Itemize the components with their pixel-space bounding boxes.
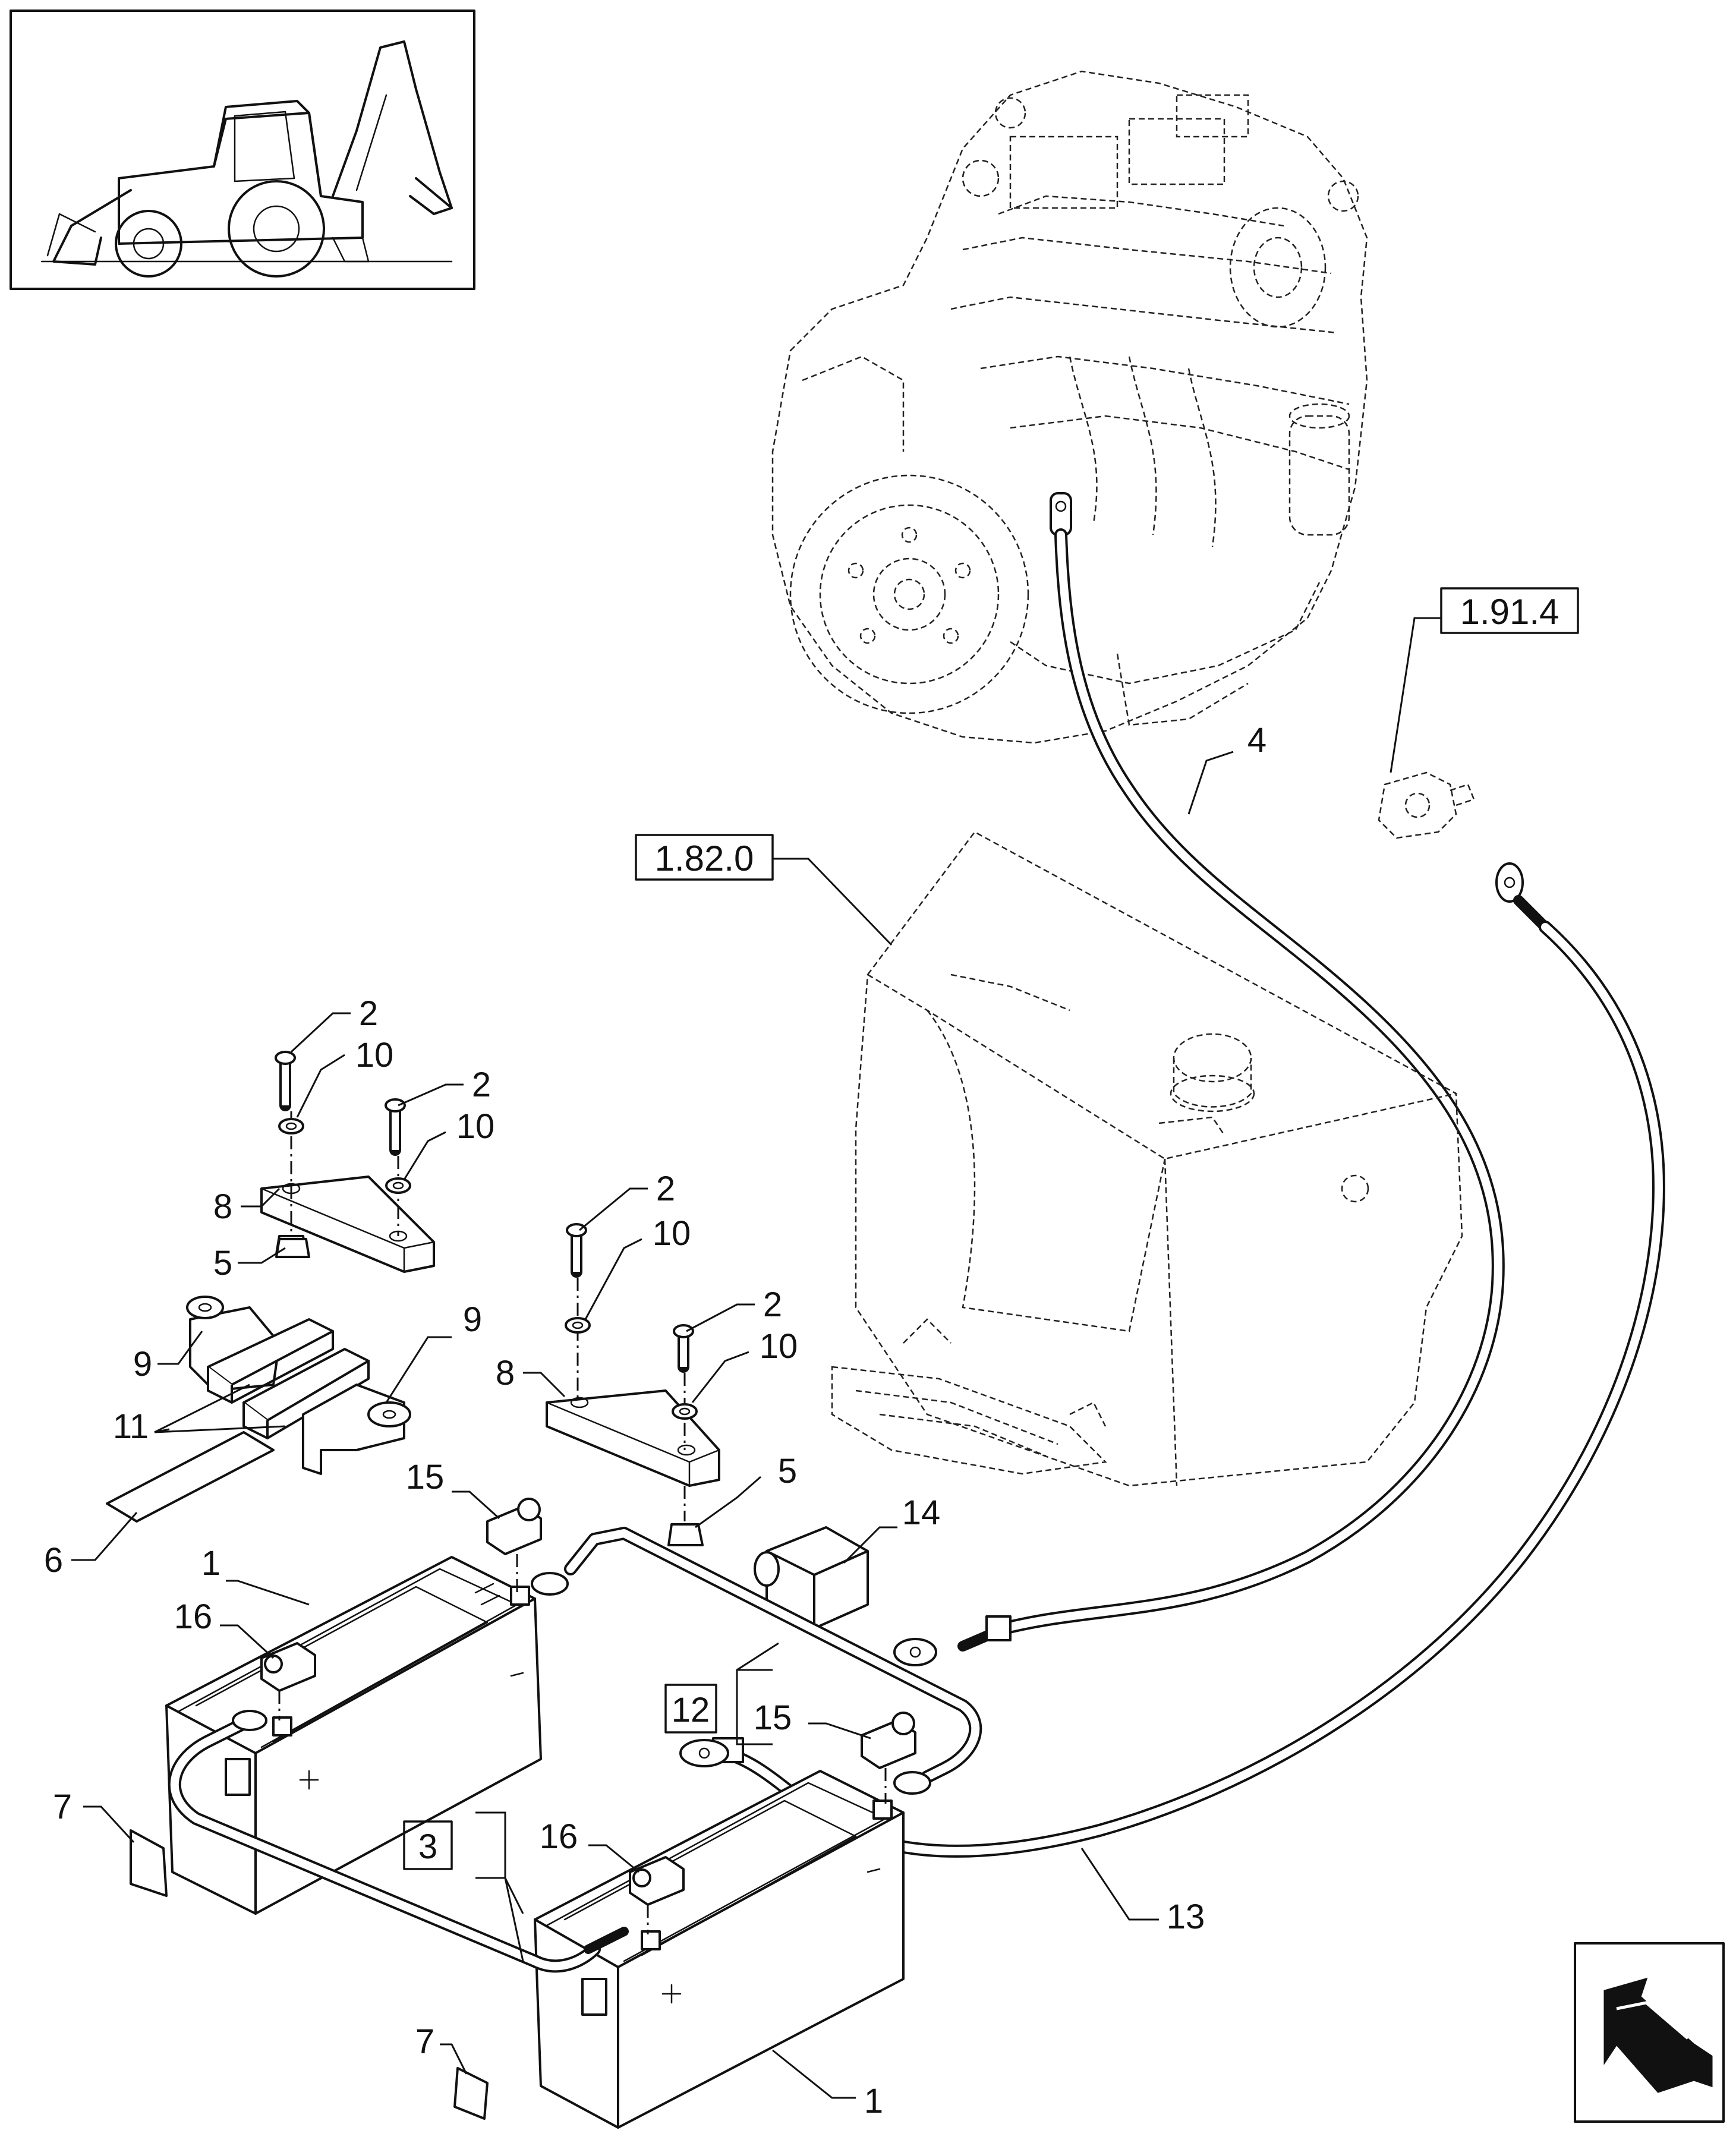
- label-plate-7: [453, 2067, 489, 2120]
- callout-10: 10: [456, 1107, 495, 1146]
- callout-10: 10: [653, 1214, 691, 1253]
- nut-5: [275, 1238, 310, 1258]
- callout-box-12: [664, 1684, 717, 1734]
- callout-7: 7: [415, 2022, 434, 2061]
- module-14: [754, 1526, 869, 1630]
- terminal-clamp-16: [629, 1856, 685, 1934]
- callout-8: 8: [496, 1354, 515, 1392]
- callout-5: 5: [778, 1452, 797, 1490]
- battery-1-upper: [165, 1556, 542, 1915]
- callouts: 1 1 2 2 2 2 10 10 10 10 8 8 5 5 9 9 11 6…: [44, 721, 1266, 2120]
- callout-box-3: [403, 1820, 453, 1870]
- battery-switch: [1378, 771, 1475, 839]
- bolt-2: [667, 1324, 704, 1546]
- terminal-clamp-16: [260, 1642, 316, 1720]
- callout-16: 16: [174, 1597, 213, 1636]
- cable-13: [679, 862, 1665, 1858]
- clamp-bar-8-upper: [260, 1176, 435, 1273]
- pad-11: [242, 1348, 370, 1439]
- callout-1: 1: [201, 1544, 220, 1583]
- backhoe-loader-icon: [10, 10, 475, 290]
- ref-tank-1-82-0[interactable]: 1.82.0: [635, 834, 893, 946]
- callout-10: 10: [760, 1327, 798, 1366]
- callout-16: 16: [540, 1817, 578, 1856]
- battery-1-lower: [534, 1770, 905, 2129]
- callout-6: 6: [44, 1541, 63, 1580]
- pad-6: [106, 1431, 275, 1523]
- callout-2: 2: [656, 1170, 675, 1208]
- bolt-2: [385, 1098, 411, 1236]
- svg-text:1.82.0: 1.82.0: [655, 839, 754, 878]
- callout-3: 3: [418, 1827, 437, 1866]
- callout-2: 2: [359, 994, 378, 1033]
- engine-assembly: [771, 70, 1368, 744]
- callout-14: 14: [902, 1493, 941, 1532]
- callout-2: 2: [472, 1066, 491, 1104]
- cable-12: [531, 1527, 982, 1795]
- callout-15: 15: [406, 1458, 445, 1496]
- callout-1: 1: [864, 2082, 883, 2120]
- fuel-tank: [831, 831, 1463, 1487]
- callout-7: 7: [53, 1788, 72, 1826]
- callout-9: 9: [133, 1345, 152, 1384]
- callout-2: 2: [763, 1285, 782, 1324]
- next-page-arrow-icon[interactable]: [1574, 1942, 1725, 2123]
- bracket-9-right: [302, 1384, 411, 1475]
- bolt-2: [565, 1223, 591, 1403]
- terminal-clamp-15: [861, 1712, 916, 1804]
- callout-13: 13: [1167, 1898, 1205, 1936]
- svg-text:1.91.4: 1.91.4: [1460, 592, 1559, 632]
- cable-3: [168, 1710, 629, 2016]
- callout-9: 9: [463, 1300, 482, 1339]
- cable-4: [893, 528, 1505, 1666]
- terminal-clamp-15: [486, 1498, 542, 1593]
- clamp-bar-8-lower: [546, 1389, 720, 1487]
- leader-lines: [71, 751, 1234, 2099]
- callout-10: 10: [355, 1036, 394, 1074]
- callout-12: 12: [672, 1691, 710, 1729]
- callout-5: 5: [213, 1244, 232, 1282]
- callout-15: 15: [754, 1698, 792, 1737]
- callout-4: 4: [1247, 721, 1266, 759]
- callout-11: 11: [113, 1407, 149, 1446]
- label-plate-7: [130, 1829, 168, 1897]
- ref-engine-1-91-4[interactable]: 1.91.4: [1390, 587, 1579, 773]
- callout-8: 8: [213, 1187, 232, 1226]
